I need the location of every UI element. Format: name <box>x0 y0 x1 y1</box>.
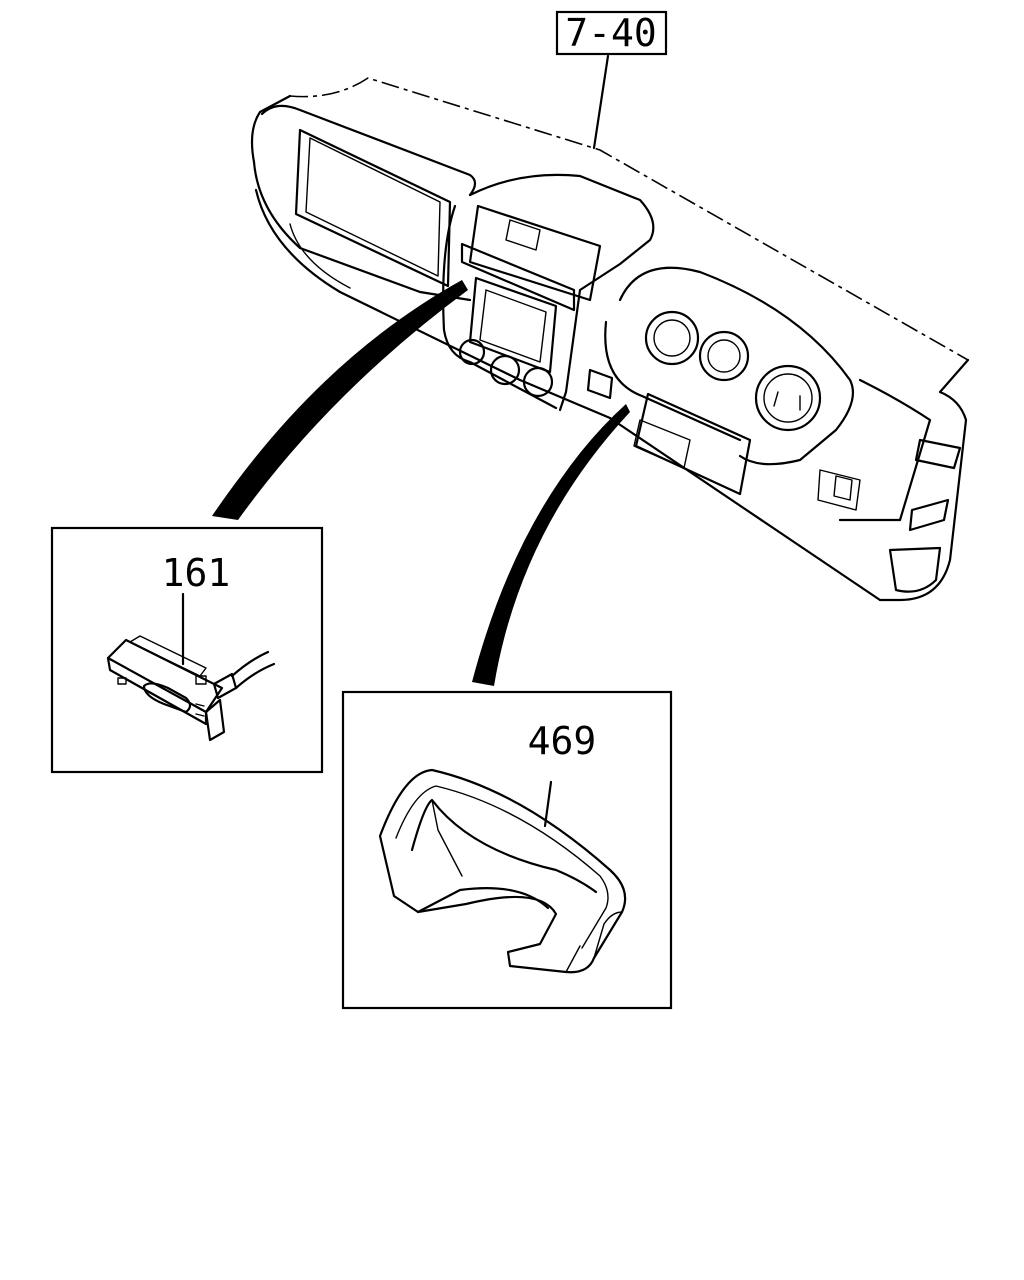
dashboard-assembly <box>250 77 970 602</box>
clock-detail-frame <box>50 526 324 774</box>
dashboard-reference-callout[interactable]: 7-40 <box>555 10 668 150</box>
clock-unit-drawing <box>106 635 276 742</box>
reference-label: 7-40 <box>565 11 657 55</box>
cluster-bezel-drawing <box>378 768 627 974</box>
clock-detail-panel[interactable]: 161 <box>50 526 324 774</box>
cluster-bezel-part-number: 469 <box>528 719 597 763</box>
clock-part-number: 161 <box>162 551 231 595</box>
reference-leader-line <box>592 54 610 150</box>
cluster-bezel-detail-frame <box>341 690 673 1010</box>
reference-box <box>555 10 668 56</box>
clock-pointer-arrow <box>212 280 468 520</box>
cluster-bezel-detail-panel[interactable]: 469 <box>341 690 673 1010</box>
cluster-pointer-arrow <box>472 404 630 686</box>
cluster-bezel-leader-line <box>543 780 553 828</box>
